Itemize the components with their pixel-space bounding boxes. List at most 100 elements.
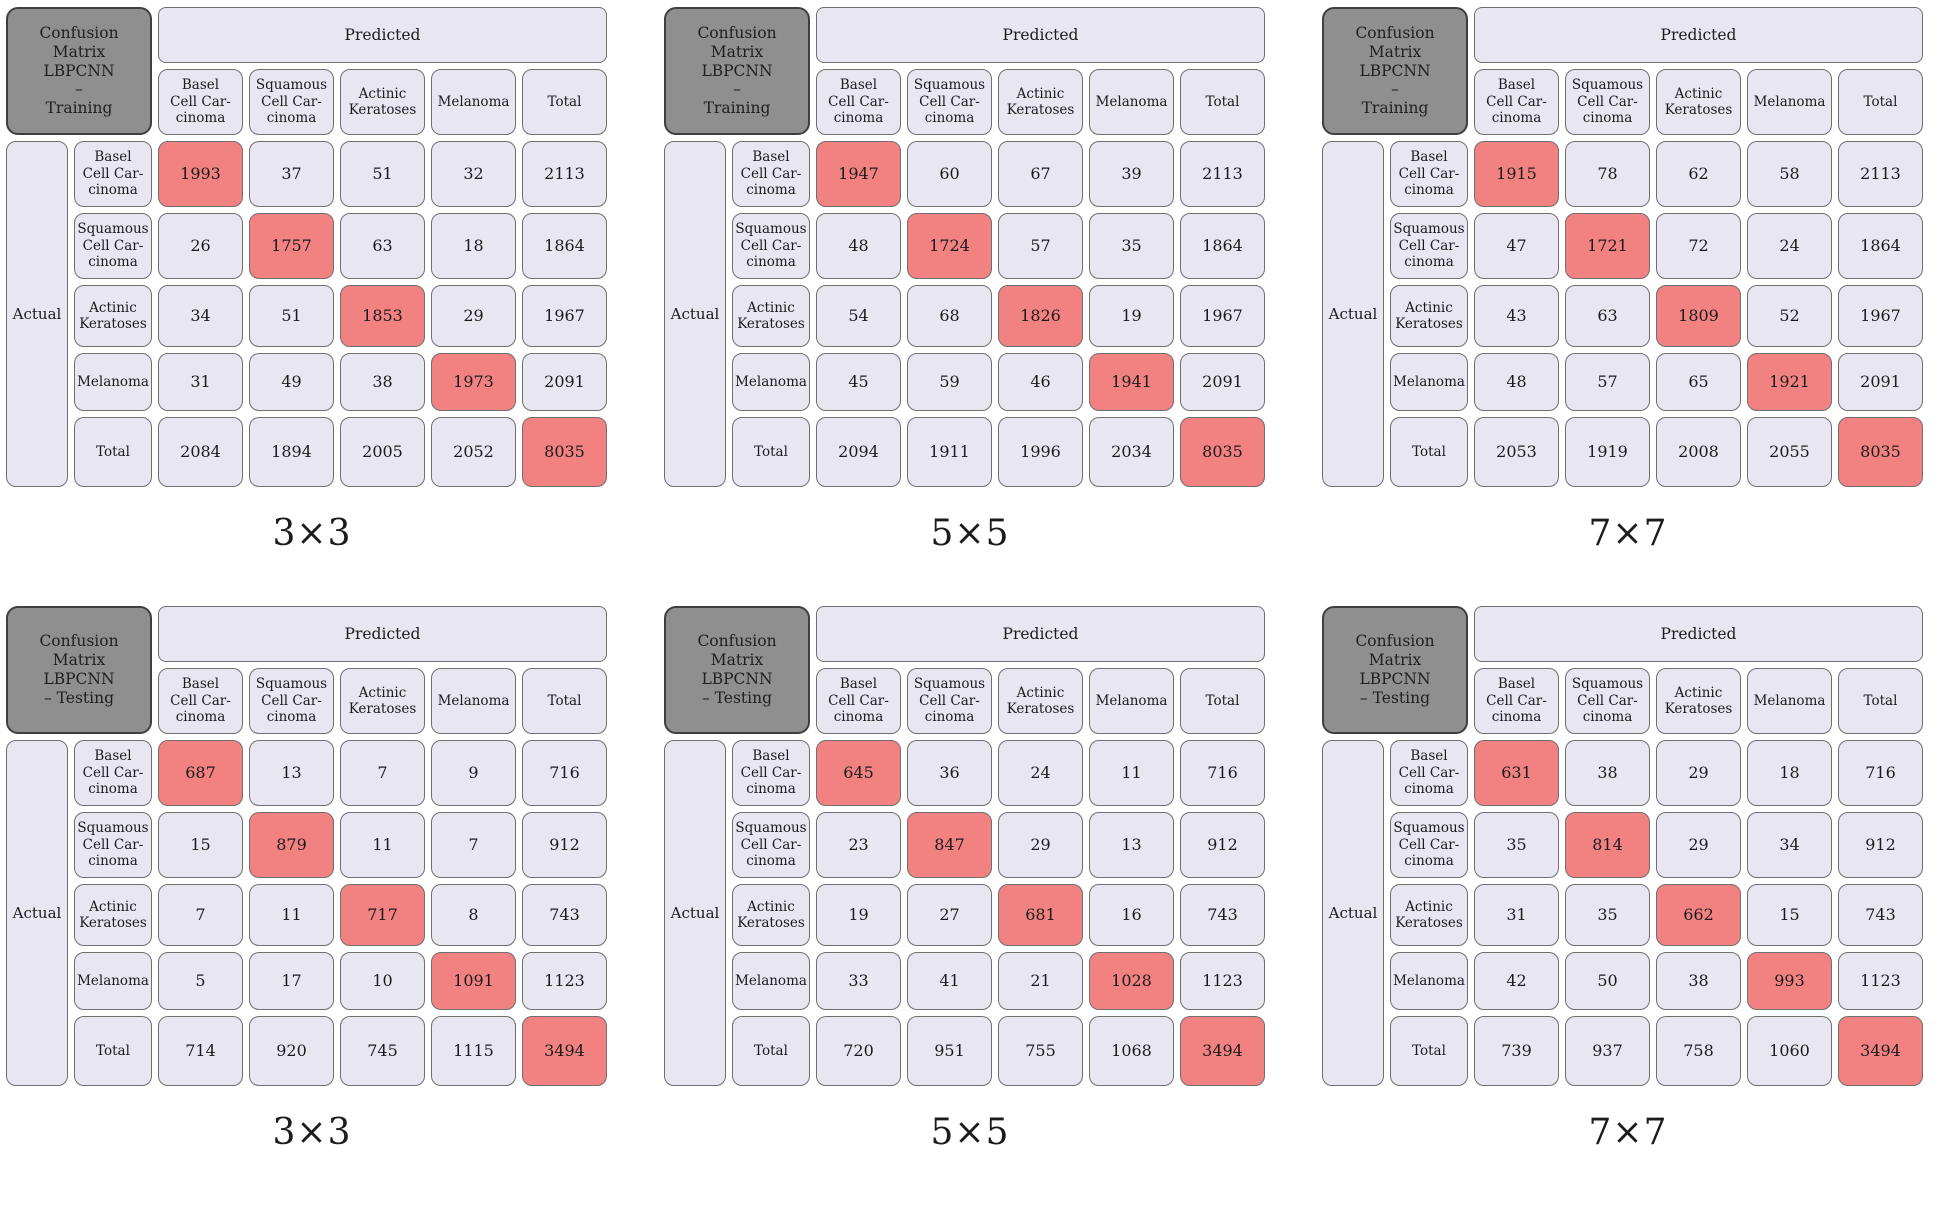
row-total-cell: 1864 <box>1180 213 1265 279</box>
column-header: Basel Cell Car- cinoma <box>1474 69 1559 135</box>
grand-total-cell: 8035 <box>1180 417 1265 487</box>
row-header: Melanoma <box>732 952 810 1010</box>
grand-total-cell: 8035 <box>1838 417 1923 487</box>
column-header: Squamous Cell Car- cinoma <box>1565 69 1650 135</box>
row-header: Squamous Cell Car- cinoma <box>732 213 810 279</box>
column-header: Basel Cell Car- cinoma <box>816 668 901 734</box>
row-header-total: Total <box>732 417 810 487</box>
actual-axis-label: Actual <box>6 141 68 487</box>
matrix-cell: 17 <box>249 952 334 1010</box>
row-total-cell: 912 <box>1838 812 1923 878</box>
column-total-cell: 745 <box>340 1016 425 1086</box>
row-header: Squamous Cell Car- cinoma <box>74 812 152 878</box>
column-total-cell: 920 <box>249 1016 334 1086</box>
matrix-cell-diagonal: 1921 <box>1747 353 1832 411</box>
matrix-title-cell: Confusion Matrix LBPCNN – Testing <box>6 606 152 734</box>
row-header-total: Total <box>1390 417 1468 487</box>
column-header: Melanoma <box>1747 69 1832 135</box>
matrix-cell: 43 <box>1474 285 1559 347</box>
matrix-cell: 38 <box>340 353 425 411</box>
column-header: Squamous Cell Car- cinoma <box>907 69 992 135</box>
matrix-cell: 31 <box>158 353 243 411</box>
row-header-total: Total <box>1390 1016 1468 1086</box>
grand-total-cell: 3494 <box>522 1016 607 1086</box>
matrix-cell-diagonal: 1941 <box>1089 353 1174 411</box>
matrix-cell: 31 <box>1474 884 1559 946</box>
row-total-cell: 912 <box>522 812 607 878</box>
row-total-cell: 1123 <box>1180 952 1265 1010</box>
matrix-cell: 57 <box>998 213 1083 279</box>
matrix-cell: 58 <box>1747 141 1832 207</box>
matrix-cell-diagonal: 814 <box>1565 812 1650 878</box>
column-header-total: Total <box>1838 668 1923 734</box>
column-total-cell: 1996 <box>998 417 1083 487</box>
actual-axis-label: Actual <box>1322 740 1384 1086</box>
column-total-cell: 2055 <box>1747 417 1832 487</box>
column-header: Melanoma <box>1747 668 1832 734</box>
row-header: Basel Cell Car- cinoma <box>74 141 152 207</box>
column-total-cell: 951 <box>907 1016 992 1086</box>
matrix-cell: 15 <box>1747 884 1832 946</box>
row-total-cell: 1967 <box>1180 285 1265 347</box>
column-header-total: Total <box>522 668 607 734</box>
row-total-cell: 716 <box>522 740 607 806</box>
matrix-cell: 38 <box>1656 952 1741 1010</box>
matrix-title-cell: Confusion Matrix LBPCNN – Training <box>6 7 152 135</box>
matrix-cell: 47 <box>1474 213 1559 279</box>
matrix-cell: 11 <box>249 884 334 946</box>
matrix-cell-diagonal: 1757 <box>249 213 334 279</box>
matrix-cell: 51 <box>340 141 425 207</box>
row-total-cell: 716 <box>1180 740 1265 806</box>
matrix-cell: 42 <box>1474 952 1559 1010</box>
row-header: Melanoma <box>74 353 152 411</box>
matrix-cell: 19 <box>816 884 901 946</box>
column-total-cell: 2084 <box>158 417 243 487</box>
column-total-cell: 758 <box>1656 1016 1741 1086</box>
matrix-cell-diagonal: 1028 <box>1089 952 1174 1010</box>
predicted-axis-label: Predicted <box>1474 606 1923 662</box>
matrix-cell-diagonal: 1826 <box>998 285 1083 347</box>
row-total-cell: 1123 <box>522 952 607 1010</box>
kernel-caption: 7×7 <box>1588 1112 1668 1153</box>
matrix-cell-diagonal: 1915 <box>1474 141 1559 207</box>
matrix-cell: 23 <box>816 812 901 878</box>
matrix-cell: 57 <box>1565 353 1650 411</box>
matrix-cell-diagonal: 687 <box>158 740 243 806</box>
matrix-cell: 59 <box>907 353 992 411</box>
matrix-cell: 24 <box>1747 213 1832 279</box>
matrix-cell-diagonal: 847 <box>907 812 992 878</box>
kernel-caption: 3×3 <box>272 1112 352 1153</box>
column-total-cell: 2052 <box>431 417 516 487</box>
matrix-cell-diagonal: 645 <box>816 740 901 806</box>
row-header: Melanoma <box>732 353 810 411</box>
matrix-cell: 51 <box>249 285 334 347</box>
matrix-cell: 16 <box>1089 884 1174 946</box>
row-total-cell: 2113 <box>1180 141 1265 207</box>
matrix-cell: 33 <box>816 952 901 1010</box>
matrix-cell: 24 <box>998 740 1083 806</box>
row-total-cell: 1123 <box>1838 952 1923 1010</box>
column-total-cell: 714 <box>158 1016 243 1086</box>
matrix-cell: 18 <box>1747 740 1832 806</box>
matrix-cell: 32 <box>431 141 516 207</box>
matrix-cell: 27 <box>907 884 992 946</box>
row-total-cell: 2091 <box>1838 353 1923 411</box>
column-header: Squamous Cell Car- cinoma <box>249 668 334 734</box>
actual-axis-label: Actual <box>664 740 726 1086</box>
matrix-cell: 62 <box>1656 141 1741 207</box>
row-header: Basel Cell Car- cinoma <box>1390 740 1468 806</box>
row-header: Squamous Cell Car- cinoma <box>1390 812 1468 878</box>
matrix-cell-diagonal: 1091 <box>431 952 516 1010</box>
grand-total-cell: 3494 <box>1180 1016 1265 1086</box>
row-header: Basel Cell Car- cinoma <box>732 740 810 806</box>
grand-total-cell: 3494 <box>1838 1016 1923 1086</box>
row-header: Actinic Keratoses <box>74 884 152 946</box>
matrix-title-cell: Confusion Matrix LBPCNN – Training <box>1322 7 1468 135</box>
row-header: Basel Cell Car- cinoma <box>74 740 152 806</box>
row-header: Actinic Keratoses <box>1390 285 1468 347</box>
matrix-cell: 11 <box>340 812 425 878</box>
